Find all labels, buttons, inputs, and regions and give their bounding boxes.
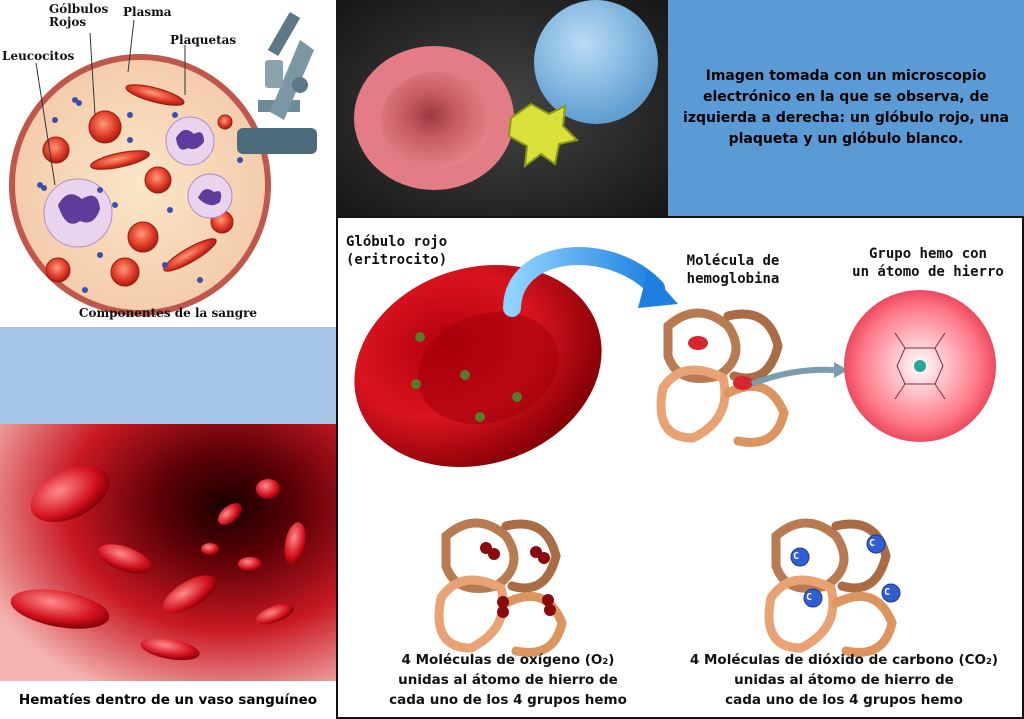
label-leucocitos: Leucocitos [2, 49, 75, 63]
label-globulos-rojos: Gólbulos Rojos [49, 2, 109, 29]
vessel-caption: Hematíes dentro de un vaso sanguíneo [0, 681, 336, 719]
rbc-label: Glóbulo rojo (eritrocito) [346, 234, 448, 268]
heme-group-label: Grupo hemo con un átomo de hierro [852, 246, 1004, 280]
blood-components-panel: Gólbulos Rojos Plasma Plaquetas Leucocit… [0, 0, 336, 327]
blood-vessel-panel: Hematíes dentro de un vaso sanguíneo [0, 424, 336, 719]
hemoglobin-molecule-top [656, 308, 789, 447]
co2-caption: 4 Moléculas de dióxido de carbono (CO₂) … [689, 652, 999, 708]
blood-vessel-illustration [0, 424, 336, 681]
hemoglobin-label: Molécula de hemoglobina [686, 253, 780, 287]
oxygen-caption: 4 Moléculas de oxígeno (O₂) unidas al át… [389, 652, 627, 708]
co2-atom-label: C [869, 538, 876, 549]
blood-components-illustration [9, 11, 317, 316]
co2-atom-label: C [806, 592, 813, 603]
co2-atom-label: C [793, 551, 800, 562]
info-panel: Imagen tomada con un microscopio electró… [668, 0, 1024, 216]
spacer-strip [0, 327, 336, 424]
label-plaquetas: Plaquetas [170, 33, 237, 47]
co2-atom-label: C [884, 587, 891, 598]
hemoglobin-molecule-co2 [764, 518, 901, 657]
electron-microscope-image [336, 0, 668, 216]
sem-illustration [336, 0, 668, 216]
hemoglobin-molecule-oxygen [434, 518, 567, 657]
hemoglobin-illustration [354, 247, 996, 657]
label-plasma: Plasma [123, 5, 172, 19]
info-description: Imagen tomada con un microscopio electró… [683, 68, 1009, 147]
components-caption: Componentes de la sangre [78, 306, 258, 320]
hemoglobin-panel: C C C C Glóbulo rojo (eritrocito) Molécu… [336, 216, 1024, 719]
